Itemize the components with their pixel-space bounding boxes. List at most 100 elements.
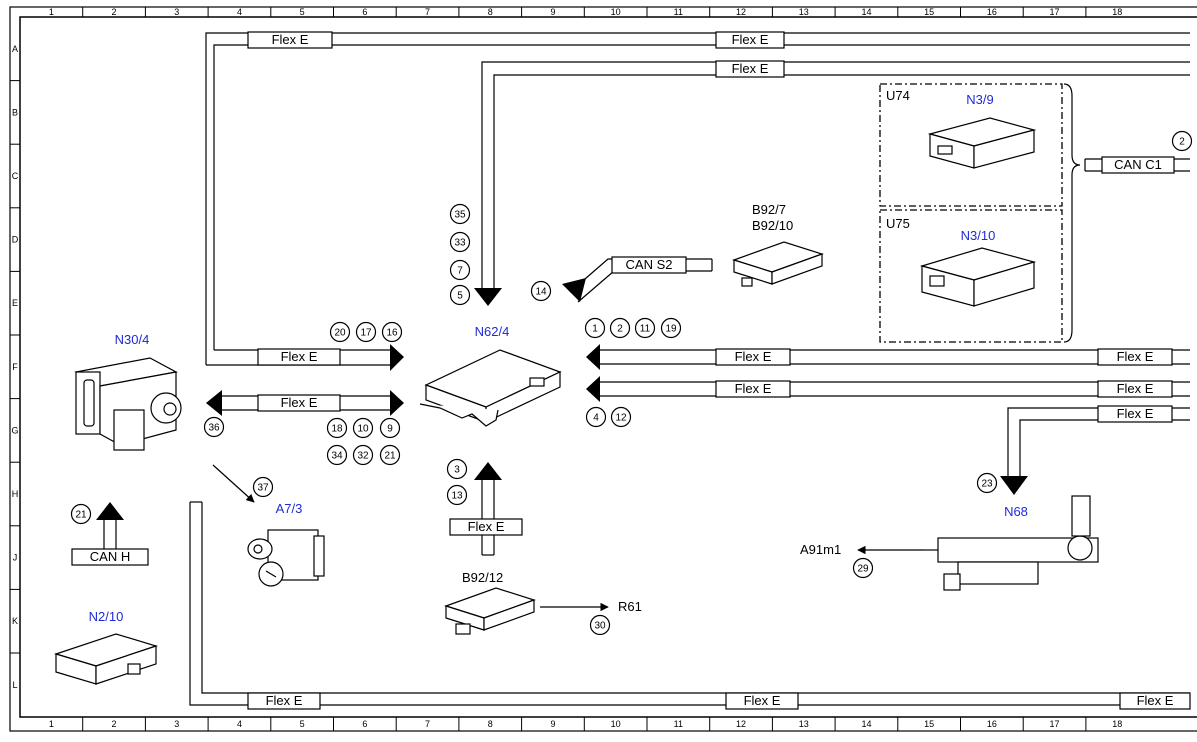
col-label-top: 2 bbox=[112, 7, 117, 17]
b92-7-sensor[interactable] bbox=[732, 241, 824, 287]
callout-11: 11 bbox=[634, 317, 656, 339]
flex-e-box-n68[interactable] bbox=[1097, 405, 1173, 423]
callout-33: 33 bbox=[449, 231, 471, 253]
callout-circle bbox=[203, 416, 225, 438]
flex-e-box-l2[interactable] bbox=[725, 692, 799, 710]
thin-arrows bbox=[212, 464, 924, 612]
callout-circle bbox=[449, 259, 471, 281]
callout-circle bbox=[352, 417, 374, 439]
col-label-bottom: 5 bbox=[300, 719, 305, 729]
label-u74: U74 bbox=[886, 88, 910, 103]
callout-number: 18 bbox=[331, 424, 343, 435]
flex-e-box-l3[interactable] bbox=[1119, 692, 1191, 710]
callout-36: 36 bbox=[203, 416, 225, 438]
callout-number: 16 bbox=[386, 328, 398, 339]
b92-12-sensor[interactable] bbox=[444, 587, 536, 635]
flex-e-label-l3: Flex E bbox=[1137, 693, 1174, 708]
flex-e-label-l2: Flex E bbox=[744, 693, 781, 708]
n3-9-ecu[interactable] bbox=[927, 117, 1037, 169]
label-n2-10: N2/10 bbox=[89, 609, 124, 624]
component-labels: N30/4 N62/4 A7/3 N2/10 N3/9 N3/10 N68 U7… bbox=[89, 88, 1028, 624]
a7-3-valve[interactable] bbox=[247, 529, 325, 587]
label-b92-7: B92/7 bbox=[752, 202, 786, 217]
callout-1: 1 bbox=[584, 317, 606, 339]
flex-e-label-bidir: Flex E bbox=[281, 395, 318, 410]
flex-e-box-a2[interactable] bbox=[715, 31, 785, 49]
n30-4-unit[interactable] bbox=[74, 357, 182, 451]
can-c1-label: CAN C1 bbox=[1114, 157, 1162, 172]
callout-16: 16 bbox=[381, 321, 403, 343]
flex-e-bus-top-outer bbox=[205, 32, 1190, 365]
callout-number: 34 bbox=[331, 451, 343, 462]
arrow-can-h bbox=[96, 502, 124, 520]
col-label-top: 16 bbox=[987, 7, 997, 17]
label-u75: U75 bbox=[886, 216, 910, 231]
col-label-top: 17 bbox=[1050, 7, 1060, 17]
row-label: G bbox=[11, 425, 18, 435]
flex-e-box-l1[interactable] bbox=[247, 692, 321, 710]
callout-number: 19 bbox=[665, 324, 677, 335]
callout-number: 23 bbox=[981, 479, 993, 490]
col-label-bottom: 4 bbox=[237, 719, 242, 729]
callout-number: 30 bbox=[594, 621, 606, 632]
n62-4-module[interactable] bbox=[419, 349, 562, 427]
can-c1-box[interactable] bbox=[1101, 156, 1175, 174]
flex-e-label-a1: Flex E bbox=[272, 32, 309, 47]
callout-7: 7 bbox=[449, 259, 471, 281]
callout-number: 32 bbox=[357, 451, 369, 462]
flex-e-label-right-1b: Flex E bbox=[1117, 349, 1154, 364]
col-label-top: 10 bbox=[611, 7, 621, 17]
col-label-bottom: 11 bbox=[674, 719, 683, 729]
flex-e-box-right-1b[interactable] bbox=[1097, 348, 1173, 366]
group-brace bbox=[1063, 83, 1081, 343]
callout-number: 11 bbox=[640, 324, 651, 335]
flex-e-box-left-in[interactable] bbox=[257, 348, 341, 366]
n2-10-module[interactable] bbox=[54, 633, 158, 685]
flex-e-label-l1: Flex E bbox=[266, 693, 303, 708]
row-label: K bbox=[12, 616, 18, 626]
row-label: B bbox=[12, 107, 18, 117]
callout-32: 32 bbox=[352, 444, 374, 466]
callout-number: 4 bbox=[593, 413, 599, 424]
u74-group-box bbox=[879, 83, 1063, 207]
callout-number: 10 bbox=[357, 424, 369, 435]
callout-circle bbox=[446, 458, 468, 480]
col-label-bottom: 7 bbox=[425, 719, 430, 729]
callout-9: 9 bbox=[379, 417, 401, 439]
bus-label-boxes: Flex E Flex E Flex E Flex E Flex E Flex … bbox=[71, 31, 1191, 710]
col-label-bottom: 1 bbox=[49, 719, 54, 729]
flex-e-box-right-2[interactable] bbox=[715, 380, 791, 398]
flex-e-box-a3[interactable] bbox=[715, 60, 785, 78]
flex-e-box-right-2b[interactable] bbox=[1097, 380, 1173, 398]
n68-steering-assembly[interactable] bbox=[924, 495, 1099, 591]
can-s2-box[interactable] bbox=[611, 256, 687, 274]
flex-e-box-bidir[interactable] bbox=[257, 394, 341, 412]
callout-circle bbox=[252, 476, 274, 498]
col-label-top: 14 bbox=[861, 7, 871, 17]
callout-12: 12 bbox=[610, 406, 632, 428]
label-n3-10: N3/10 bbox=[961, 228, 996, 243]
inner-frame bbox=[19, 16, 1197, 718]
callout-circle bbox=[352, 444, 374, 466]
can-h-box[interactable] bbox=[71, 548, 149, 566]
callout-number: 9 bbox=[387, 424, 393, 435]
n3-10-ecu[interactable] bbox=[919, 247, 1037, 307]
col-label-bottom: 18 bbox=[1112, 719, 1122, 729]
col-label-bottom: 6 bbox=[362, 719, 367, 729]
col-label-bottom: 10 bbox=[611, 719, 621, 729]
col-label-bottom: 12 bbox=[736, 719, 746, 729]
col-label-top: 1 bbox=[49, 7, 54, 17]
grid-ruler-labels: 1122334455667788991010111112121313141415… bbox=[11, 7, 1122, 729]
grid-ruler bbox=[10, 7, 1087, 731]
col-label-top: 8 bbox=[488, 7, 493, 17]
row-label: C bbox=[12, 171, 19, 181]
label-a91m1: A91m1 bbox=[800, 542, 841, 557]
flex-e-box-a1[interactable] bbox=[247, 31, 333, 49]
flex-e-box-from-bottom[interactable] bbox=[449, 518, 523, 536]
callout-circle bbox=[355, 321, 377, 343]
flex-e-box-right-1[interactable] bbox=[715, 348, 791, 366]
callout-21: 21 bbox=[379, 444, 401, 466]
callout-number: 17 bbox=[360, 328, 372, 339]
